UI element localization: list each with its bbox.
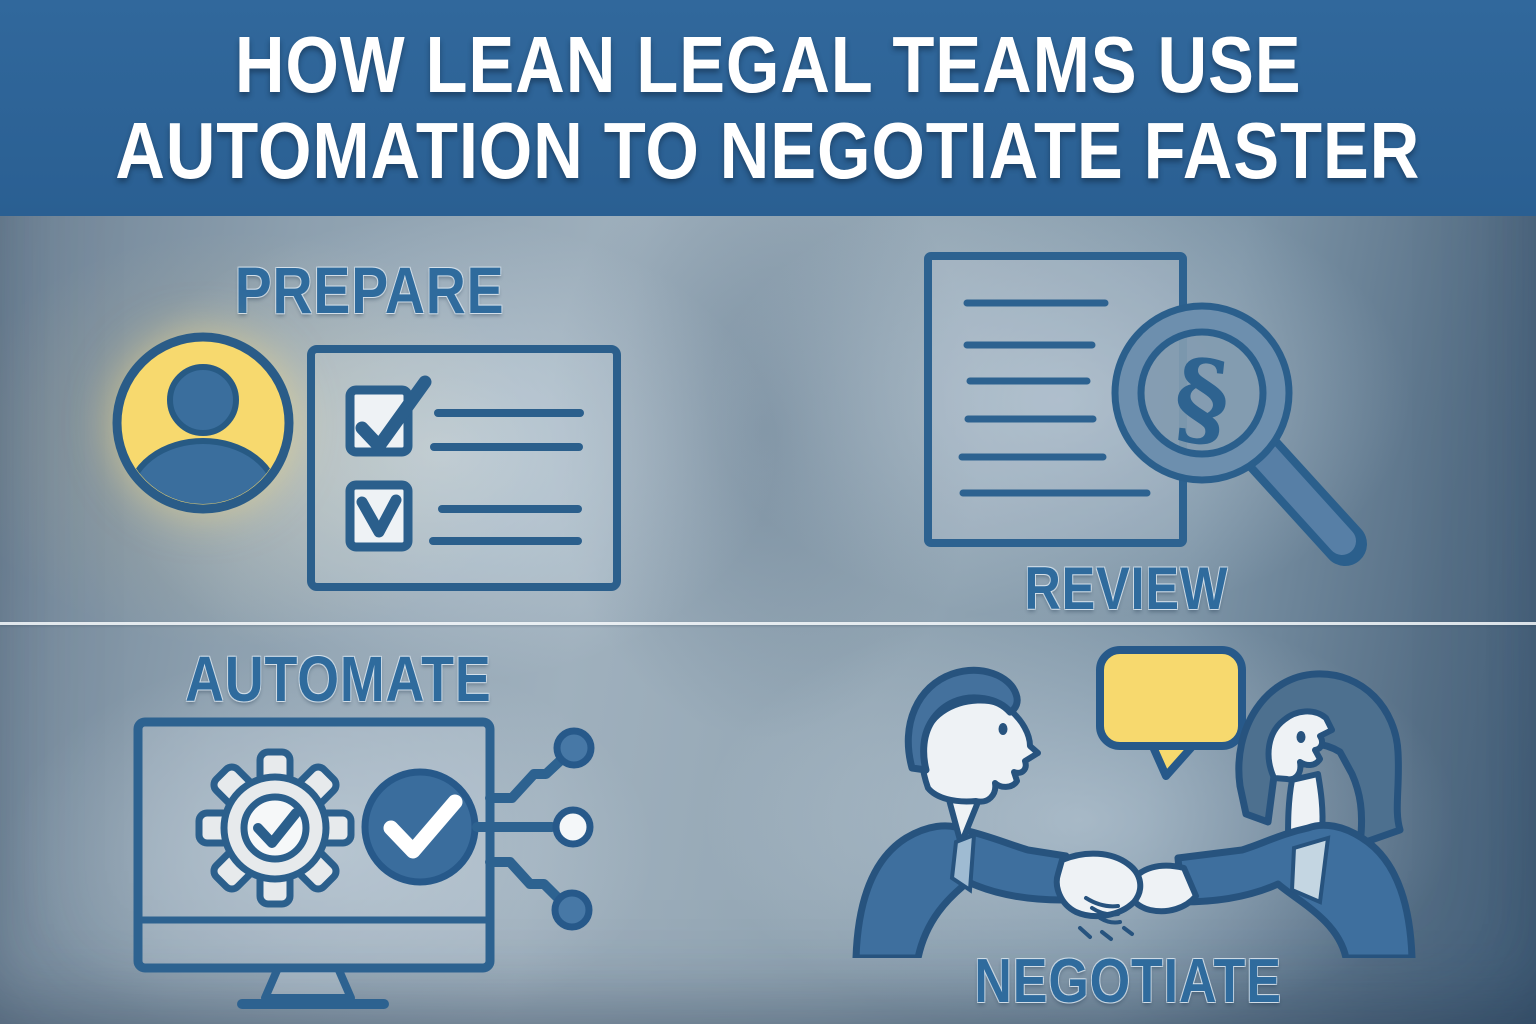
document-icon	[924, 252, 1187, 547]
negotiation-scene	[852, 646, 1416, 958]
woman-face	[1265, 708, 1335, 783]
checklist-item-2	[345, 480, 582, 552]
page-title-line-1: HOW LEAN LEGAL TEAMS USE	[234, 20, 1302, 109]
check-circle-icon	[361, 768, 479, 886]
magnifier-handle	[1251, 442, 1356, 555]
automate-label: AUTOMATE	[184, 643, 492, 715]
finger-lines	[1084, 896, 1122, 925]
man-tie	[949, 831, 977, 894]
header-banner: HOW LEAN LEGAL TEAMS USE AUTOMATION TO N…	[0, 0, 1536, 216]
man-body	[852, 822, 1070, 958]
document-review-icon: §	[924, 252, 1367, 566]
circuit-node-bottom	[551, 889, 593, 931]
man-figure	[852, 667, 1070, 958]
circuit-node-top	[553, 727, 595, 769]
avatar-head	[167, 364, 239, 436]
circuit-node-middle	[552, 806, 594, 848]
section-sign-icon: §	[1169, 334, 1236, 462]
monitor-stand	[261, 964, 355, 1002]
handshake-icon	[1053, 850, 1144, 941]
sketch-marks	[1078, 926, 1134, 941]
user-avatar-icon	[112, 332, 294, 514]
row-divider	[0, 622, 1536, 625]
woman-shirt	[1289, 835, 1331, 905]
man-eye	[998, 723, 1008, 735]
magnifier-ring	[1115, 306, 1289, 480]
automation-icon	[133, 717, 595, 1009]
prepare-label: PREPARE	[235, 253, 505, 327]
gear-check-icon	[195, 748, 355, 908]
woman-eye	[1296, 731, 1306, 743]
document-text-lines	[958, 299, 1151, 497]
woman-figure	[1127, 670, 1416, 958]
page-title-line-2: AUTOMATION TO NEGOTIATE FASTER	[115, 106, 1421, 195]
speech-bubble-icon	[1096, 646, 1246, 780]
checklist-item-1	[345, 375, 584, 457]
checklist-icon	[307, 345, 621, 591]
review-label: REVIEW	[1024, 555, 1228, 622]
negotiate-label: NEGOTIATE	[974, 947, 1282, 1016]
magnifier-lens	[1141, 332, 1263, 454]
circuit-nodes-icon	[472, 727, 595, 931]
magnifier-icon: §	[1111, 302, 1367, 566]
man-hair	[904, 667, 1021, 774]
man-hand	[1053, 850, 1144, 920]
